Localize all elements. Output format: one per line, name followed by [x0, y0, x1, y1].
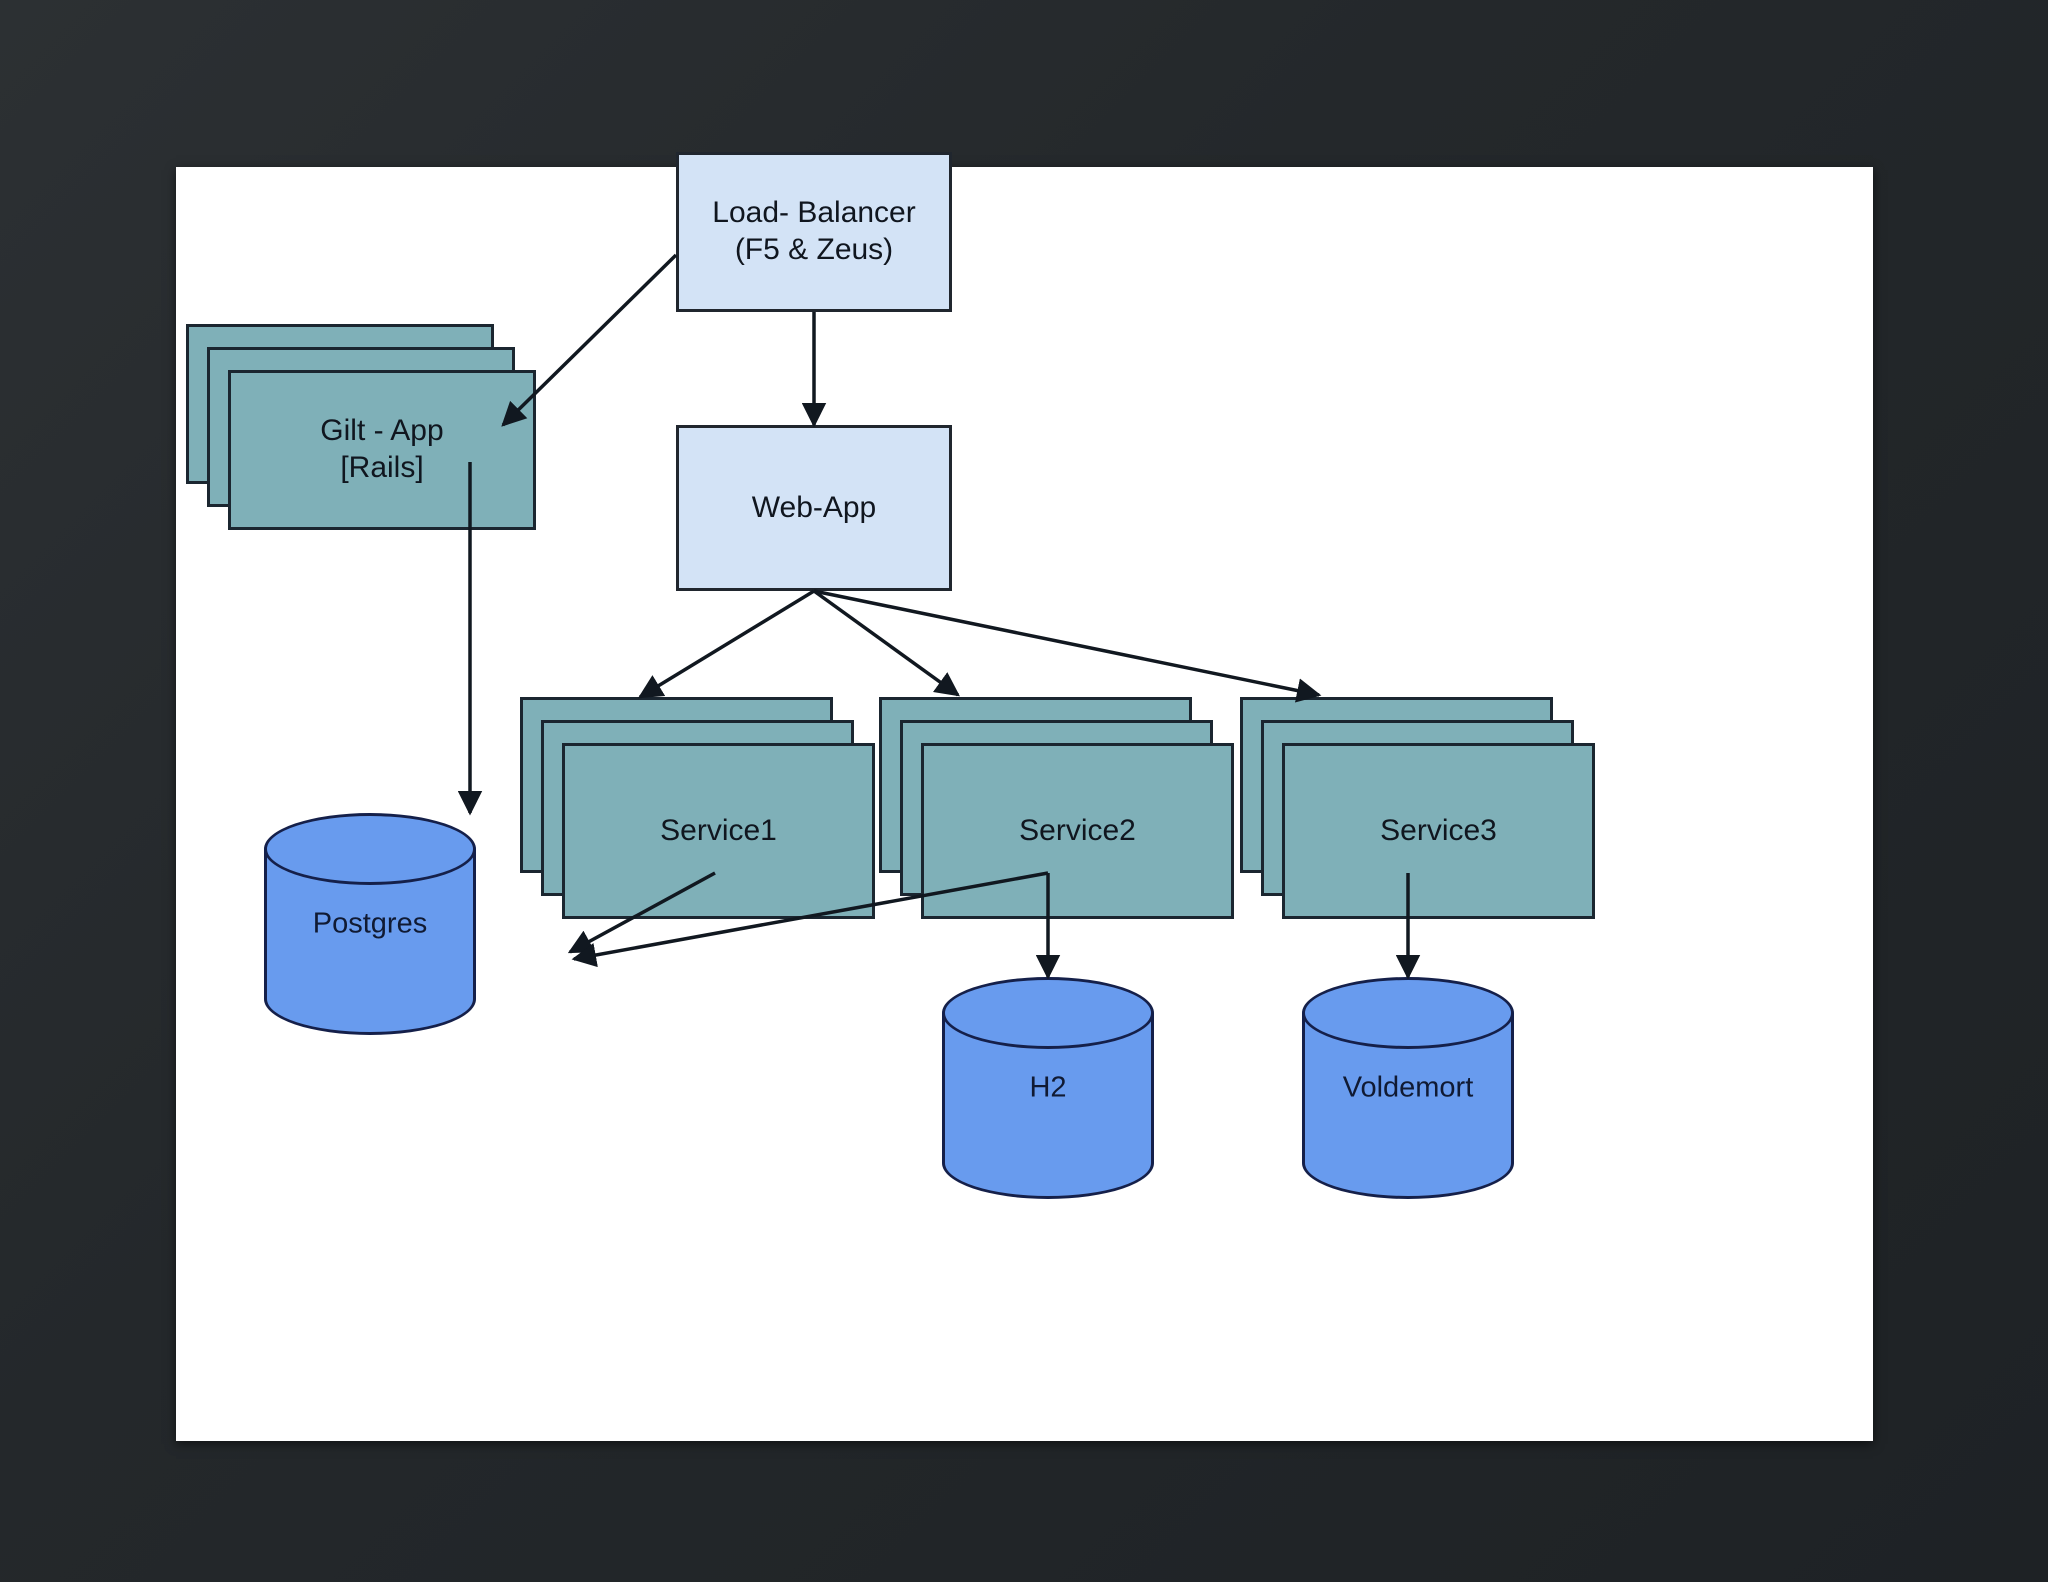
- node-service2-sheet-front: Service2: [921, 743, 1234, 919]
- node-postgres[interactable]: Postgres: [264, 813, 476, 1035]
- node-web-app[interactable]: Web-App: [676, 425, 952, 591]
- edge-webapp-to-service1: [637, 589, 815, 699]
- node-postgres-label: Postgres: [312, 907, 428, 940]
- node-service3-sheet-front: Service3: [1282, 743, 1595, 919]
- node-gilt-app-sheet-front: Gilt - App [Rails]: [228, 370, 536, 530]
- node-web-app-label: Web-App: [751, 490, 877, 524]
- node-voldemort-label: Voldemort: [1342, 1071, 1474, 1104]
- diagram-slide: Load- Balancer (F5 & Zeus) Web-App Gilt …: [176, 152, 1873, 1441]
- node-service1-sheet-front: Service1: [562, 743, 875, 919]
- node-voldemort-top: [1302, 977, 1514, 1049]
- node-gilt-app-label: Gilt - App [Rails]: [320, 414, 444, 484]
- node-service3[interactable]: Service3: [1240, 697, 1595, 922]
- node-service3-label: Service3: [1380, 813, 1497, 847]
- node-postgres-top: [264, 813, 476, 885]
- node-h2-top: [942, 977, 1154, 1049]
- node-h2-label: H2: [1029, 1071, 1067, 1104]
- node-load-balancer[interactable]: Load- Balancer (F5 & Zeus): [676, 152, 952, 312]
- node-service1-label: Service1: [660, 813, 777, 847]
- node-load-balancer-label: Load- Balancer (F5 & Zeus): [712, 196, 916, 266]
- node-h2[interactable]: H2: [942, 977, 1154, 1199]
- node-service2-label: Service2: [1019, 813, 1136, 847]
- node-service2[interactable]: Service2: [879, 697, 1234, 922]
- node-voldemort[interactable]: Voldemort: [1302, 977, 1514, 1199]
- node-service1[interactable]: Service1: [520, 697, 875, 922]
- edge-webapp-to-service2: [812, 589, 960, 697]
- node-gilt-app[interactable]: Gilt - App [Rails]: [186, 324, 536, 530]
- edge-webapp-to-service3: [813, 589, 1322, 703]
